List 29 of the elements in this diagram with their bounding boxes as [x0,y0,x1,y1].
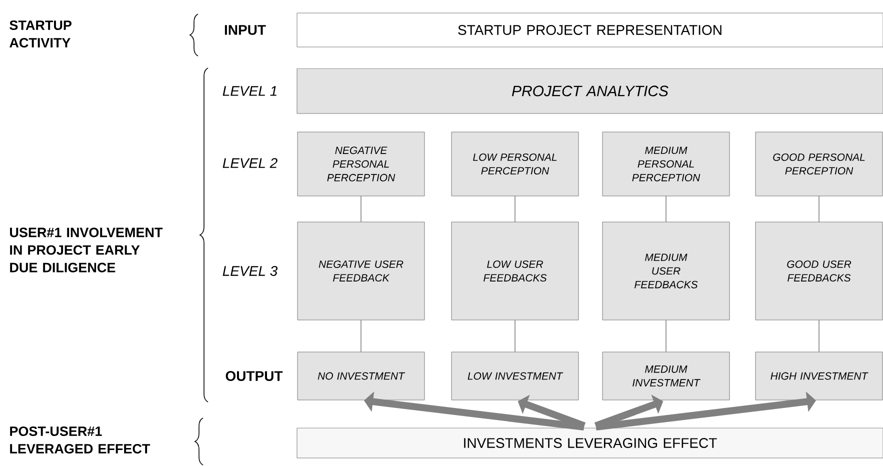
connector-line [514,320,516,352]
process-box: NEGATIVE PERSONAL PERCEPTION [297,132,425,196]
row-label: LEVEL 2 [222,158,278,168]
process-box: GOOD PERSONAL PERCEPTION [755,132,883,196]
row-label: INPUT [224,25,266,35]
connector-line [360,320,362,352]
row-label: USER#1 INVOLVEMENT IN PROJECT EARLY DUE DILIGENCE [10,228,163,272]
connector-line [514,196,516,222]
row-label: POST-USER#1 LEVERAGED EFFECT [10,426,150,454]
row-label: STARTUP ACTIVITY [10,20,72,48]
process-box: MEDIUM USER FEEDBACKS [602,222,730,320]
process-box: NEGATIVE USER FEEDBACK [297,222,425,320]
process-box: LOW USER FEEDBACKS [451,222,579,320]
process-box: MEDIUM PERSONAL PERCEPTION [602,132,730,196]
row-label: OUTPUT [226,371,283,381]
process-box: LOW PERSONAL PERCEPTION [451,132,579,196]
process-box: PROJECT ANALYTICS [296,68,883,114]
process-box: STARTUP PROJECT REPRESENTATION [296,12,883,48]
connector-line [818,320,820,352]
process-box: INVESTMENTS LEVERAGING EFFECT [296,428,883,458]
connector-line [818,196,820,222]
process-box: NO INVESTMENT [297,352,425,400]
process-box: GOOD USER FEEDBACKS [755,222,883,320]
connector-line [360,196,362,222]
process-box: LOW INVESTMENT [451,352,579,400]
row-label: LEVEL 1 [222,86,276,96]
process-box: MEDIUM INVESTMENT [602,352,730,400]
process-box: HIGH INVESTMENT [755,352,883,400]
row-label: LEVEL 3 [222,266,278,276]
